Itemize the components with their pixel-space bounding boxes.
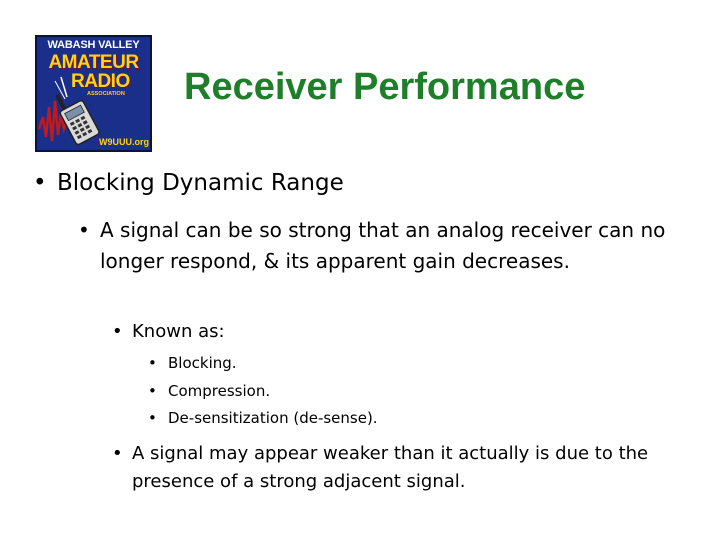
bullet-dot-icon: • bbox=[148, 382, 157, 400]
bullet-text: Compression. bbox=[168, 382, 271, 400]
bullet-text: Known as: bbox=[132, 321, 225, 342]
bullet-level-4: • Blocking. bbox=[148, 351, 648, 375]
bullet-text: De-sensitization (de-sense). bbox=[168, 409, 378, 427]
bullet-level-4: • De-sensitization (de-sense). bbox=[148, 406, 648, 430]
bullet-level-3: • Known as: bbox=[112, 318, 672, 346]
bullet-dot-icon: • bbox=[148, 354, 157, 372]
bullet-dot-icon: • bbox=[112, 321, 123, 342]
bullet-dot-icon: • bbox=[78, 218, 90, 242]
bullet-dot-icon: • bbox=[148, 409, 157, 427]
radio-wave-icon bbox=[37, 76, 100, 146]
bullet-text: A signal can be so strong that an analog… bbox=[100, 218, 666, 273]
club-logo: WABASH VALLEY AMATEUR RADIO ASSOCIATION … bbox=[35, 35, 152, 152]
bullet-level-2: • A signal can be so strong that an anal… bbox=[78, 215, 668, 277]
bullet-dot-icon: • bbox=[112, 443, 123, 464]
bullet-text: Blocking Dynamic Range bbox=[57, 170, 344, 196]
slide-title: Receiver Performance bbox=[184, 66, 586, 108]
bullet-text: Blocking. bbox=[168, 354, 237, 372]
bullet-level-3: • A signal may appear weaker than it act… bbox=[112, 440, 672, 496]
logo-callsign: W9UUU.org bbox=[99, 137, 149, 147]
bullet-text: A signal may appear weaker than it actua… bbox=[132, 443, 649, 492]
bullet-dot-icon: • bbox=[33, 170, 47, 196]
bullet-level-4: • Compression. bbox=[148, 379, 648, 403]
logo-line-2: AMATEUR bbox=[48, 52, 139, 73]
bullet-level-1: • Blocking Dynamic Range bbox=[33, 168, 683, 198]
logo-line-3: RADIO bbox=[71, 71, 130, 92]
logo-line-4: ASSOCIATION bbox=[87, 91, 125, 97]
logo-line-1: WABASH VALLEY bbox=[47, 39, 140, 51]
